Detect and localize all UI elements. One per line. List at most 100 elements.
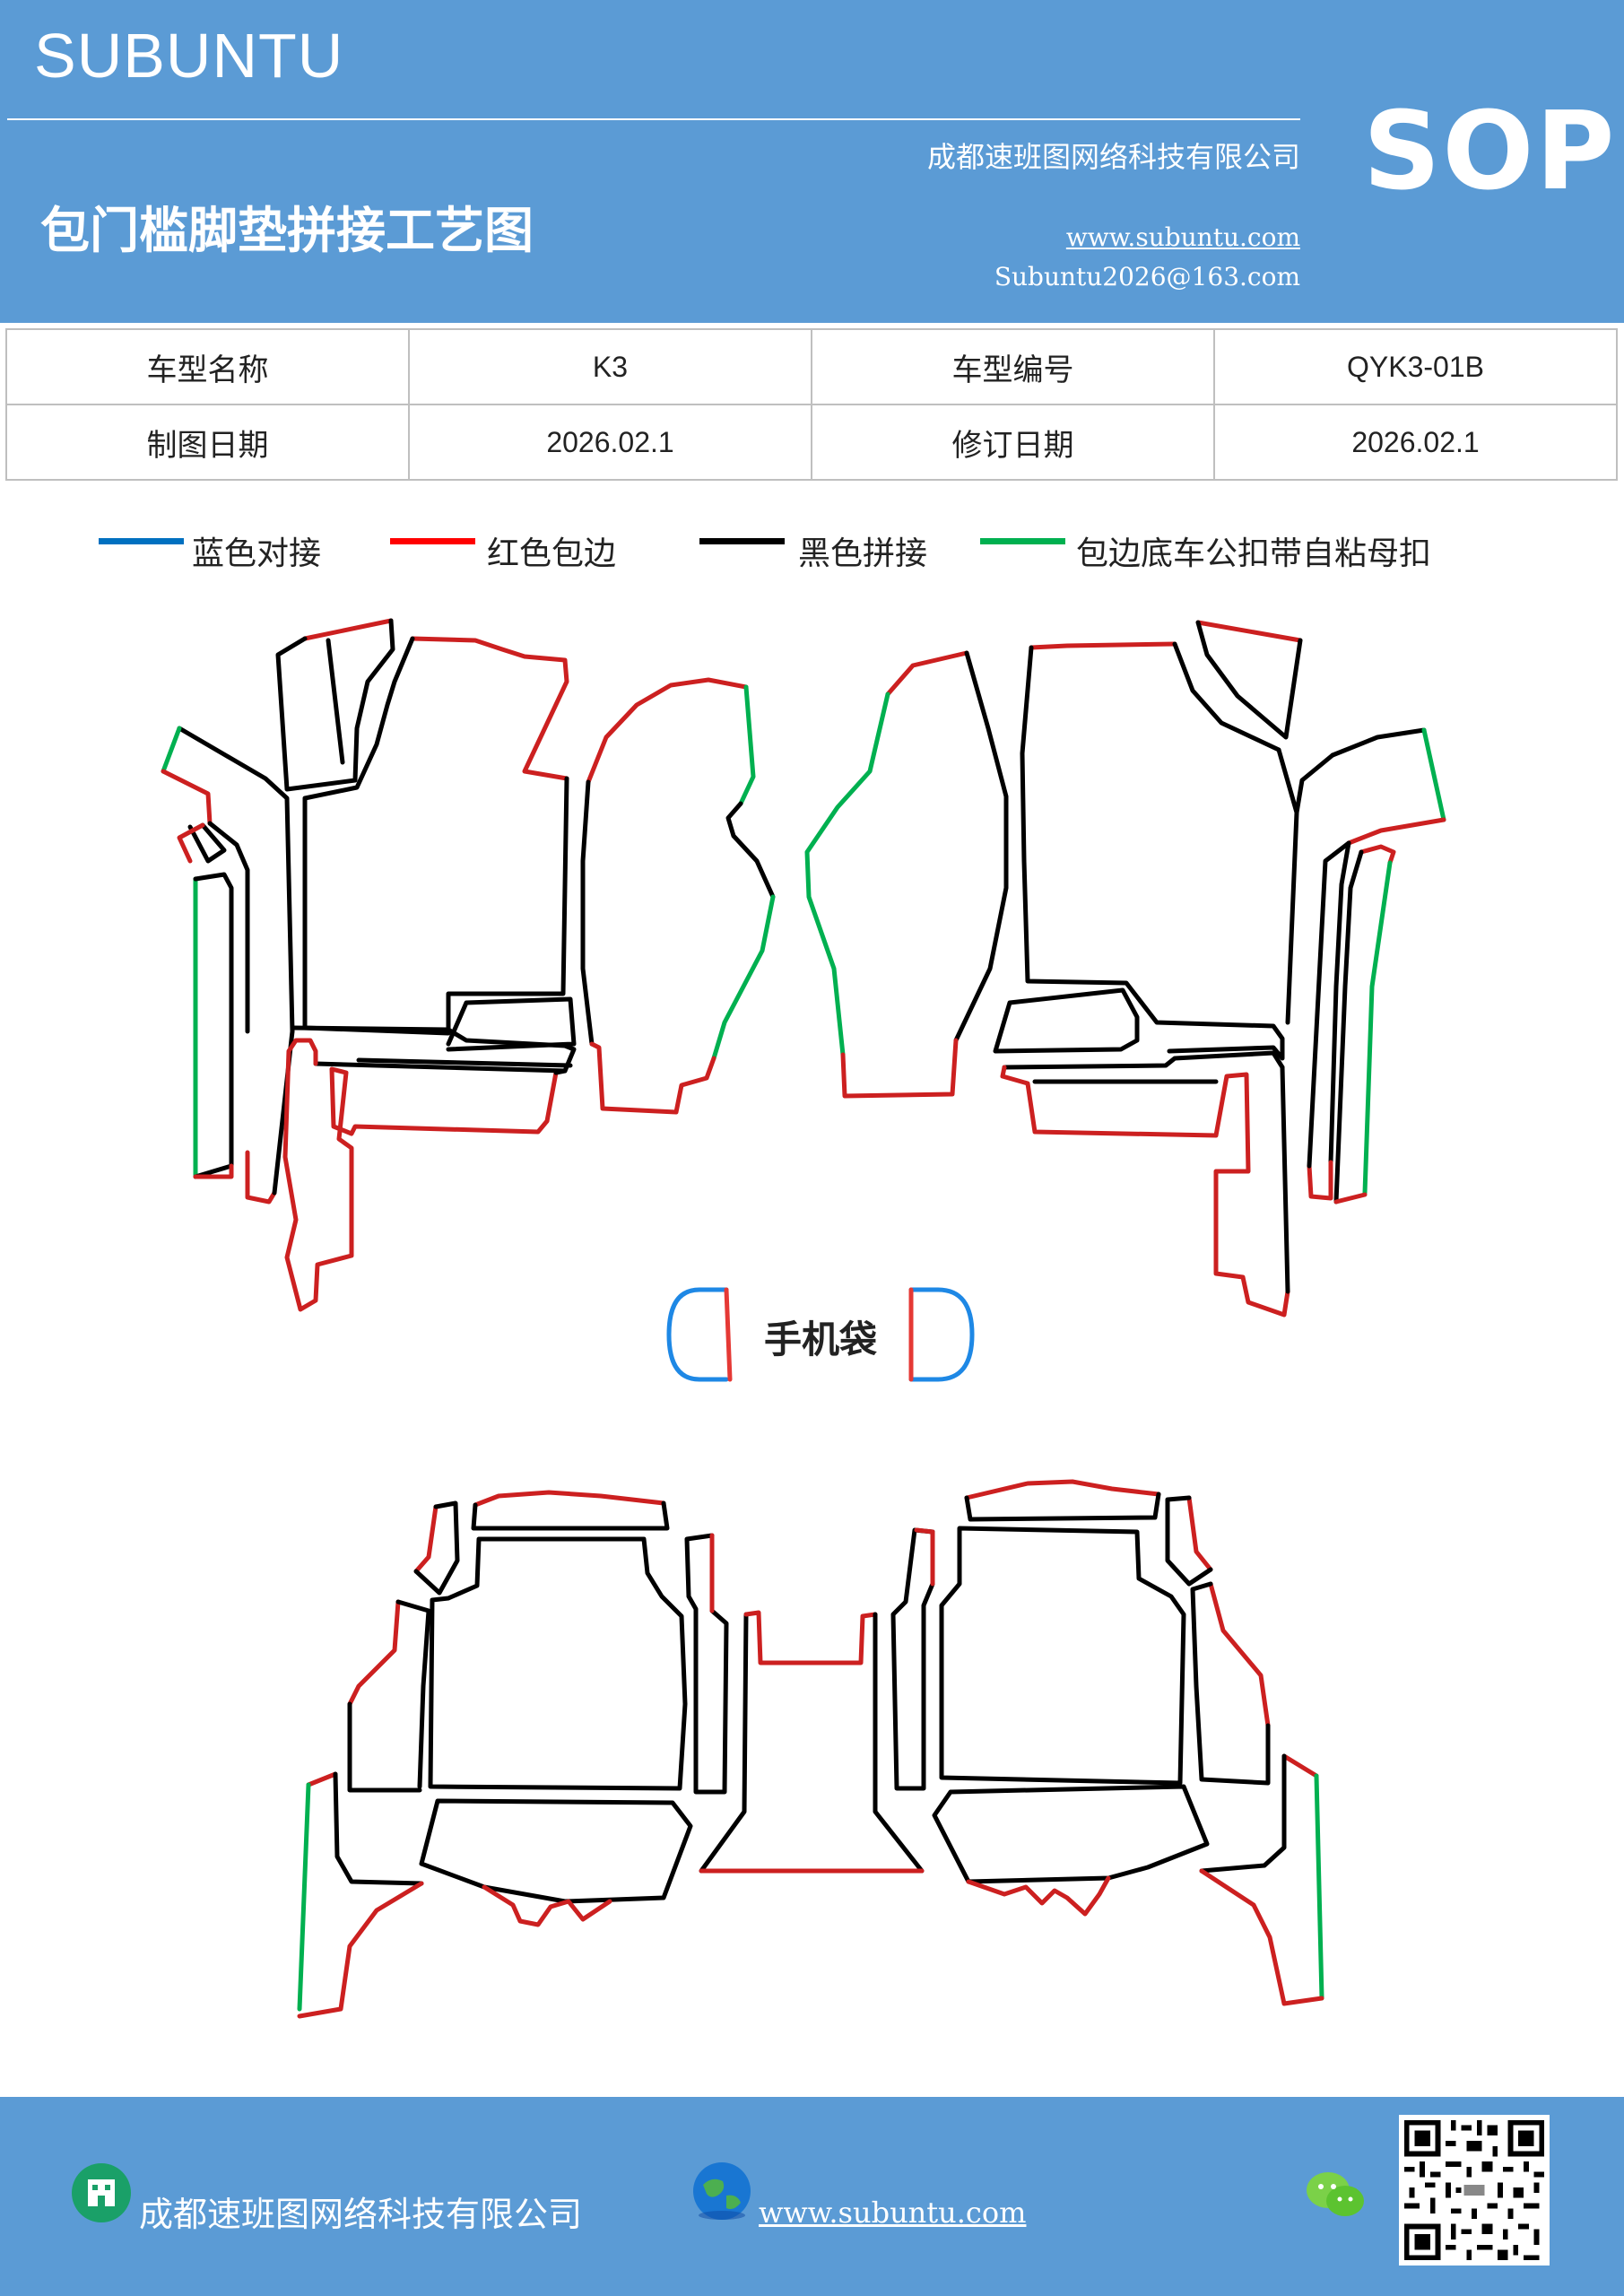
mat-piece [297, 1881, 424, 2019]
mat-piece [1000, 1065, 1290, 1318]
page-title: 包门槛脚垫拼接工艺图 [40, 202, 534, 259]
mat-piece [738, 684, 756, 806]
mat-piece [1280, 1065, 1290, 1294]
mat-piece [1002, 1050, 1285, 1070]
rear-left-mats [297, 1490, 729, 2019]
mat-piece [282, 1038, 559, 1312]
mat-piece [177, 726, 295, 1034]
footer-company: 成都速班图网络科技有限公司 [139, 2195, 583, 2234]
phone-pocket: 手机袋 [666, 1287, 975, 1382]
mat-piece [302, 636, 569, 1036]
mat-piece [347, 1599, 401, 1707]
mat-piece [306, 1771, 338, 1787]
mat-piece [725, 801, 776, 900]
model-name-label: 车型名称 [5, 328, 410, 405]
mat-piece [333, 1771, 424, 1886]
mat-piece [840, 1038, 959, 1099]
mat-piece [1195, 620, 1303, 740]
draw-date-label: 制图日期 [5, 404, 410, 481]
mat-piece [684, 1533, 729, 1795]
front-right-mats [804, 620, 1446, 1318]
mat-piece [1186, 1495, 1213, 1572]
mat-piece [1330, 727, 1427, 758]
revise-date-label: 修订日期 [811, 404, 1215, 481]
mat-piece [395, 1599, 431, 1789]
mat-piece [589, 1041, 716, 1115]
mat-piece [473, 1490, 666, 1508]
mat-piece [711, 894, 776, 1061]
mat-piece [586, 677, 749, 785]
mat-piece [699, 1612, 749, 1874]
legend-label: 包边底车公扣带自粘母扣 [1076, 535, 1432, 572]
model-code-label: 车型编号 [811, 328, 1215, 405]
header-website-link[interactable]: www.subuntu.com [1065, 222, 1300, 252]
legend-swatch-green [980, 538, 1065, 544]
mat-piece [193, 1163, 234, 1179]
mat-piece [1020, 645, 1285, 1061]
mat-piece [1281, 1753, 1319, 1779]
mat-piece [553, 1068, 568, 1075]
header-email: Subuntu2026@163.com [994, 262, 1300, 291]
phone-pocket-left [666, 1287, 729, 1382]
wechat-icon[interactable] [1304, 2169, 1367, 2222]
mat-piece [953, 650, 1009, 1043]
phone-pocket-left-edge [724, 1287, 733, 1382]
mat-piece [297, 1782, 311, 2012]
mat-piece [1276, 747, 1299, 1025]
mat-piece [161, 769, 213, 826]
mat-piece [993, 987, 1140, 1054]
mat-piece [1359, 844, 1396, 865]
mat-piece [1333, 1192, 1368, 1205]
footer-banner: 成都速班图网络科技有限公司 www.subuntu.com [0, 2097, 1624, 2296]
header-banner: SUBUNTU 成都速班图网络科技有限公司 包门槛脚垫拼接工艺图 www.sub… [0, 0, 1624, 323]
mat-piece [275, 618, 395, 792]
mat-piece [1208, 1581, 1271, 1728]
mat-piece [804, 691, 890, 1057]
mat-piece [177, 822, 205, 864]
header-divider [7, 118, 1300, 120]
mat-piece [428, 1536, 688, 1791]
mat-piece [939, 1526, 1186, 1786]
mat-piece [419, 1798, 693, 1904]
header-company: 成都速班图网络科技有限公司 [926, 140, 1300, 174]
mat-piece [1314, 1773, 1324, 2001]
mat-piece [1199, 1868, 1324, 2006]
mat-piece [743, 1610, 878, 1665]
legend-swatch-black [699, 538, 785, 544]
footer-website-link[interactable]: www.subuntu.com [759, 2196, 1027, 2230]
mat-piece [964, 1479, 1161, 1500]
globe-icon [693, 2162, 751, 2220]
legend-swatch-red [390, 538, 475, 544]
mat-piece [1294, 752, 1335, 815]
legend-swatch-blue [99, 538, 184, 544]
mat-piece [1346, 817, 1446, 846]
mat-piece [1307, 1160, 1333, 1201]
mat-piece [1165, 1495, 1213, 1587]
mat-piece [187, 822, 227, 864]
mat-piece [932, 1784, 1210, 1884]
floor-mat-diagram: 手机袋 [161, 618, 1446, 2019]
qr-code [1399, 2115, 1550, 2266]
mat-piece [1199, 1753, 1287, 1874]
mat-piece [471, 1500, 670, 1531]
phone-pocket-label: 手机袋 [764, 1318, 877, 1361]
mat-piece [245, 1150, 277, 1205]
legend-label: 黑色拼接 [798, 535, 928, 572]
mat-piece [1172, 641, 1281, 752]
draw-date-value: 2026.02.1 [408, 404, 812, 481]
mat-piece [873, 1612, 925, 1874]
legend-label: 红色包边 [487, 535, 617, 572]
legend-label: 蓝色对接 [192, 535, 322, 572]
mat-piece [413, 1504, 439, 1574]
mat-piece [885, 650, 969, 697]
brand-name: SUBUNTU [34, 21, 344, 91]
mat-piece [482, 1884, 612, 1927]
building-icon [72, 2163, 131, 2222]
mat-piece [1190, 1581, 1271, 1786]
phone-pocket-right [908, 1287, 975, 1382]
sop-badge: SOP [1363, 90, 1617, 214]
mat-piece [1421, 727, 1446, 822]
mat-piece [161, 726, 182, 774]
mat-piece [410, 636, 569, 781]
mat-piece [1029, 641, 1177, 650]
